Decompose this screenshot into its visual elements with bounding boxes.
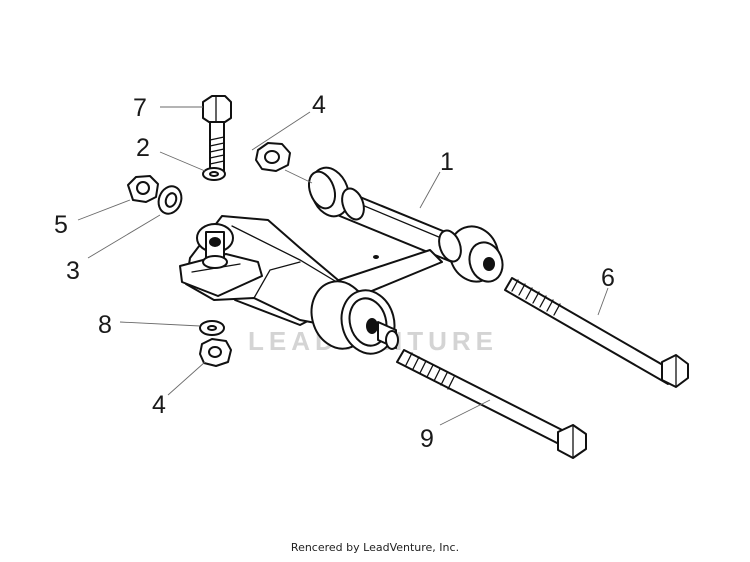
part-9-long-bolt bbox=[396, 349, 587, 459]
part-4-nut-top bbox=[255, 142, 291, 172]
part-4-nut-bottom bbox=[199, 338, 232, 367]
part-7-bolt bbox=[202, 95, 232, 173]
part-8-washer bbox=[199, 320, 225, 336]
callout-4-top: 4 bbox=[312, 91, 326, 119]
callout-8: 8 bbox=[98, 311, 112, 339]
render-credit: Rencered by LeadVenture, Inc. bbox=[290, 541, 460, 554]
callouts: 7 2 4 1 5 3 8 4 6 9 bbox=[54, 91, 615, 453]
callout-4-bottom: 4 bbox=[152, 391, 166, 419]
part-5-nut bbox=[127, 175, 159, 203]
part-3-washer bbox=[157, 185, 183, 215]
callout-1: 1 bbox=[440, 148, 454, 176]
leader-lines bbox=[77, 106, 609, 426]
callout-9: 9 bbox=[420, 425, 434, 453]
callout-5: 5 bbox=[54, 211, 68, 239]
callout-6: 6 bbox=[601, 264, 615, 292]
part-6-long-bolt bbox=[504, 277, 689, 388]
part-2-washer bbox=[202, 167, 226, 181]
part-1-a-arm bbox=[179, 166, 504, 355]
callout-7: 7 bbox=[133, 94, 147, 122]
callout-3: 3 bbox=[66, 257, 80, 285]
callout-2: 2 bbox=[136, 134, 150, 162]
